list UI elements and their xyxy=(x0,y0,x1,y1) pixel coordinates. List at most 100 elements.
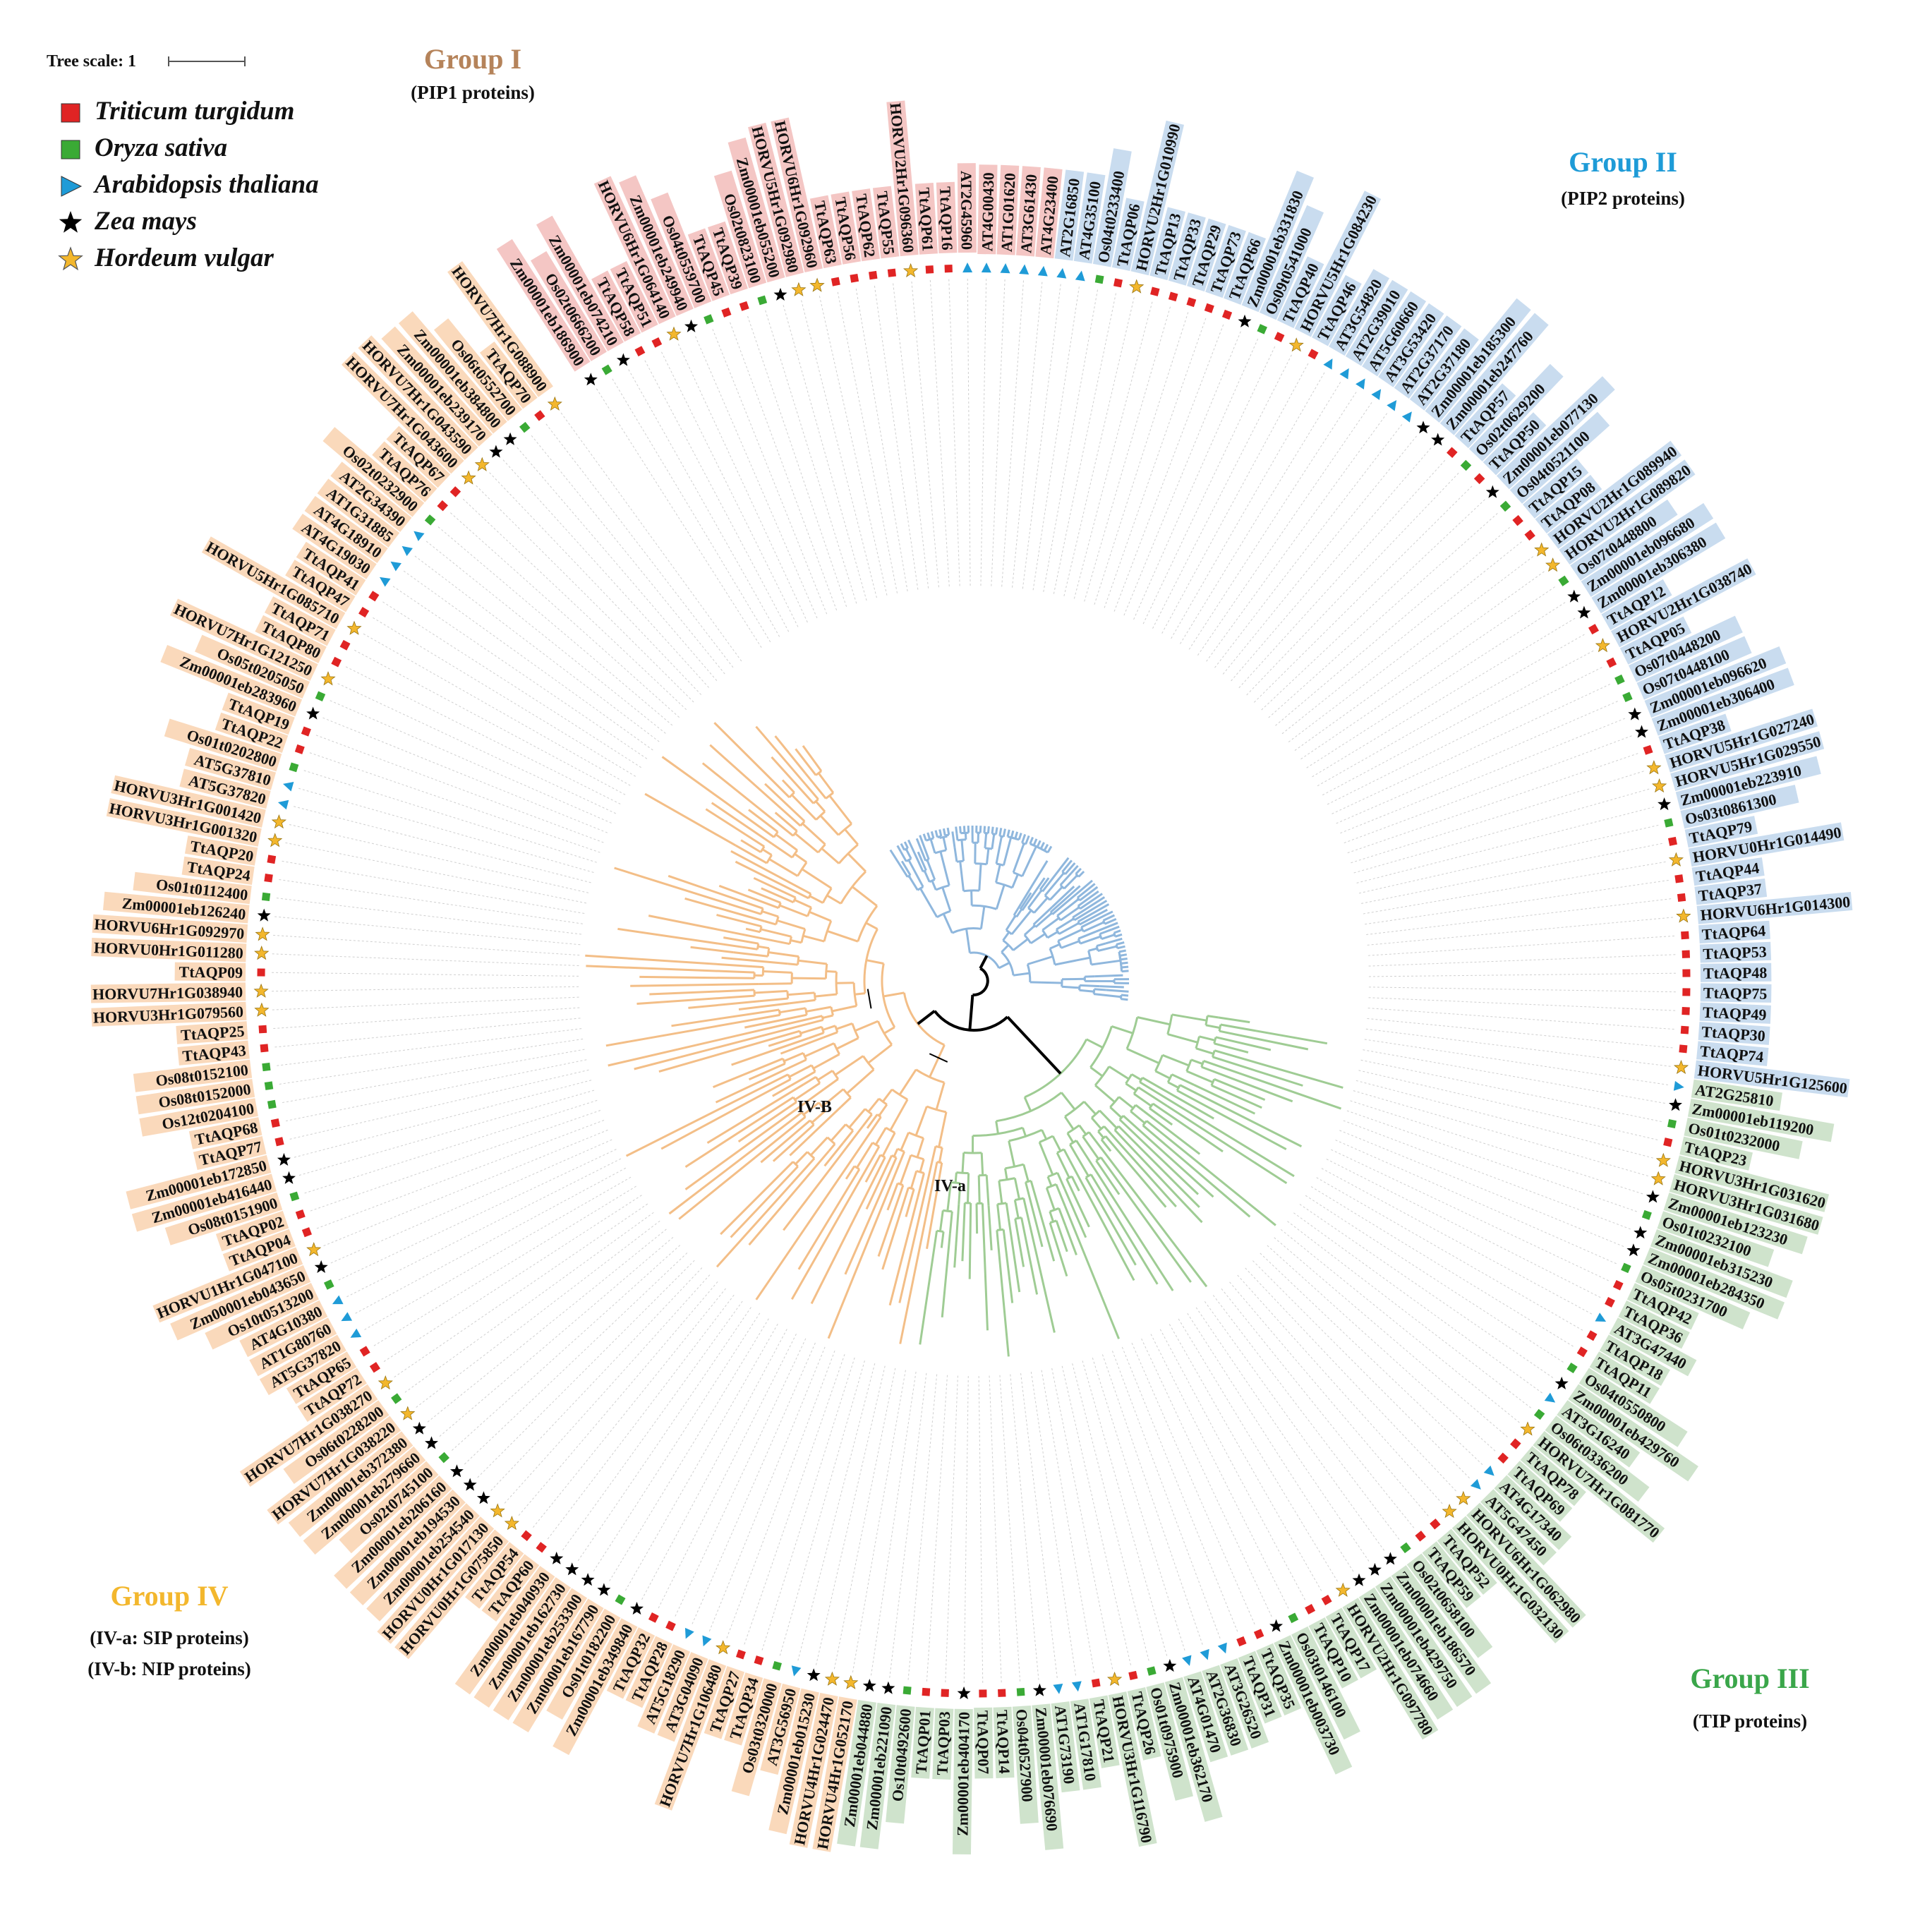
leaf-highlight xyxy=(1187,218,1226,292)
tip-clade-terminal-branch xyxy=(981,1203,989,1331)
leaf-guide-line xyxy=(293,1080,592,1158)
tip-clade-terminal-branch xyxy=(1064,1225,1077,1256)
pip-clade-internal-branch xyxy=(1005,915,1017,931)
leaf-guide-line xyxy=(272,1007,580,1030)
tip-clade-internal-arc xyxy=(1195,1036,1200,1049)
leaf-guide-line xyxy=(298,787,594,873)
iv-a-clade-terminal-branch xyxy=(720,1161,794,1236)
pip-clade-terminal-branch xyxy=(983,826,986,833)
leaf-text: TtAQP14 xyxy=(994,1710,1014,1774)
leaf-guide-line xyxy=(274,916,581,946)
tip-clade-internal-branch xyxy=(1022,1197,1031,1226)
iv-b-clade-internal-branch xyxy=(759,997,788,1003)
leaf-highlight xyxy=(1547,440,1682,549)
pip-clade-internal-branch xyxy=(984,833,988,849)
species-marker-icon xyxy=(1621,1262,1631,1274)
leaf-highlight xyxy=(358,335,478,460)
leaf-guide-line xyxy=(476,1260,695,1478)
leaf-guide-line xyxy=(1141,1338,1273,1618)
leaf-guide-line xyxy=(545,423,734,668)
leaf-label: TtAQP30 xyxy=(1698,1021,1770,1045)
leaf-highlight xyxy=(512,1598,604,1733)
leaf-highlight xyxy=(812,1696,857,1852)
species-marker-icon xyxy=(254,946,270,960)
species-marker-icon xyxy=(320,671,336,686)
leaf-highlight xyxy=(1687,1098,1835,1142)
leaf-guide-line xyxy=(1365,879,1670,925)
iv-a-clade-internal-arc xyxy=(908,1131,924,1140)
iv-b-clade-internal-branch xyxy=(790,1070,816,1087)
leaf-guide-line xyxy=(372,617,636,777)
species-marker-icon xyxy=(1415,1531,1426,1542)
leaf-guide-line xyxy=(1104,317,1207,608)
species-marker-icon xyxy=(850,273,859,283)
pip-clade-internal-branch xyxy=(919,888,938,918)
iv-a-clade-internal-branch xyxy=(914,1106,928,1136)
leaf-guide-line xyxy=(363,1176,632,1331)
tip-clade-internal-branch xyxy=(1090,1117,1102,1130)
leaf-highlight xyxy=(264,596,336,646)
leaf-guide-line xyxy=(1043,289,1099,592)
leaf-label: TtAQP75 xyxy=(1700,983,1772,1003)
leaf-guide-line xyxy=(1030,1371,1077,1677)
leaf-guide-line xyxy=(1353,1090,1649,1177)
group-3-title: Group III xyxy=(1690,1662,1810,1694)
tip-clade-internal-branch xyxy=(980,1152,984,1176)
leaf-guide-line xyxy=(1150,1334,1289,1610)
leaf-guide-line xyxy=(624,1324,778,1592)
tip-clade-internal-branch xyxy=(1205,1024,1221,1030)
tip-clade-internal-branch xyxy=(1058,1207,1067,1226)
iv-b-clade-internal-arc xyxy=(775,916,780,925)
species-marker-icon xyxy=(684,319,699,332)
leaf-highlight xyxy=(1643,1247,1785,1320)
leaf-highlight xyxy=(1089,1695,1120,1768)
leaf-guide-line xyxy=(1231,447,1432,682)
species-marker-icon xyxy=(1305,1604,1316,1615)
tip-clade-internal-branch xyxy=(1056,1152,1070,1178)
species-marker-icon xyxy=(1566,1362,1578,1374)
species-marker-icon xyxy=(463,1478,477,1491)
group-1-subtitle: (PIP1 proteins) xyxy=(411,82,535,103)
species-marker-icon xyxy=(1091,1678,1101,1688)
leaf-guide-line xyxy=(1022,283,1061,589)
leaf-highlight xyxy=(1581,502,1714,597)
tip-clade-internal-arc xyxy=(1101,1135,1106,1141)
iv-b-clade-internal-arc xyxy=(821,887,833,904)
leaf-highlight xyxy=(1599,1334,1670,1386)
species-marker-icon xyxy=(941,1689,949,1697)
tip-clade-internal-arc xyxy=(1118,1115,1125,1121)
iv-b-clade-internal-branch xyxy=(812,1053,840,1070)
leaf-highlight xyxy=(1480,1489,1557,1566)
leaf-highlight xyxy=(283,1400,390,1484)
species-marker-icon xyxy=(998,1689,1006,1697)
leaf-highlight xyxy=(201,536,346,629)
species-marker-icon xyxy=(257,908,271,922)
leaf-highlight xyxy=(1568,1384,1698,1482)
tree-scale-bar xyxy=(168,56,246,66)
iv-a-clade-internal-branch xyxy=(898,1151,905,1166)
leaf-guide-line xyxy=(449,512,680,718)
leaf-guide-line xyxy=(1245,1267,1457,1492)
species-marker-icon xyxy=(1554,1376,1569,1389)
tip-clade-terminal-branch xyxy=(1068,1159,1135,1281)
species-marker-icon xyxy=(1682,950,1690,958)
iv-a-clade-internal-arc xyxy=(897,1182,904,1187)
species-marker-icon xyxy=(294,744,305,754)
pip-clade-terminal-branch xyxy=(955,826,958,834)
leaf-guide-line xyxy=(677,343,808,623)
pip-stem xyxy=(979,955,989,970)
leaf-highlight xyxy=(1362,291,1427,377)
leaf-text: TtAQP49 xyxy=(1703,1003,1767,1024)
leaf-highlight xyxy=(1644,646,1787,718)
iv-b-clade-terminal-branch xyxy=(668,1111,803,1215)
pip-clade-internal-arc xyxy=(1049,911,1053,915)
leaf-highlight xyxy=(1032,1703,1064,1850)
tip-clade-internal-branch xyxy=(1005,1202,1010,1219)
tip-clade-internal-branch xyxy=(1137,1016,1171,1026)
pip-clade-internal-branch xyxy=(1096,942,1106,948)
leaf-highlight xyxy=(936,181,958,254)
species-marker-icon xyxy=(1667,1119,1677,1129)
species-marker-icon xyxy=(1646,760,1662,775)
leaf-highlight xyxy=(286,1351,357,1404)
species-marker-icon xyxy=(306,706,320,720)
